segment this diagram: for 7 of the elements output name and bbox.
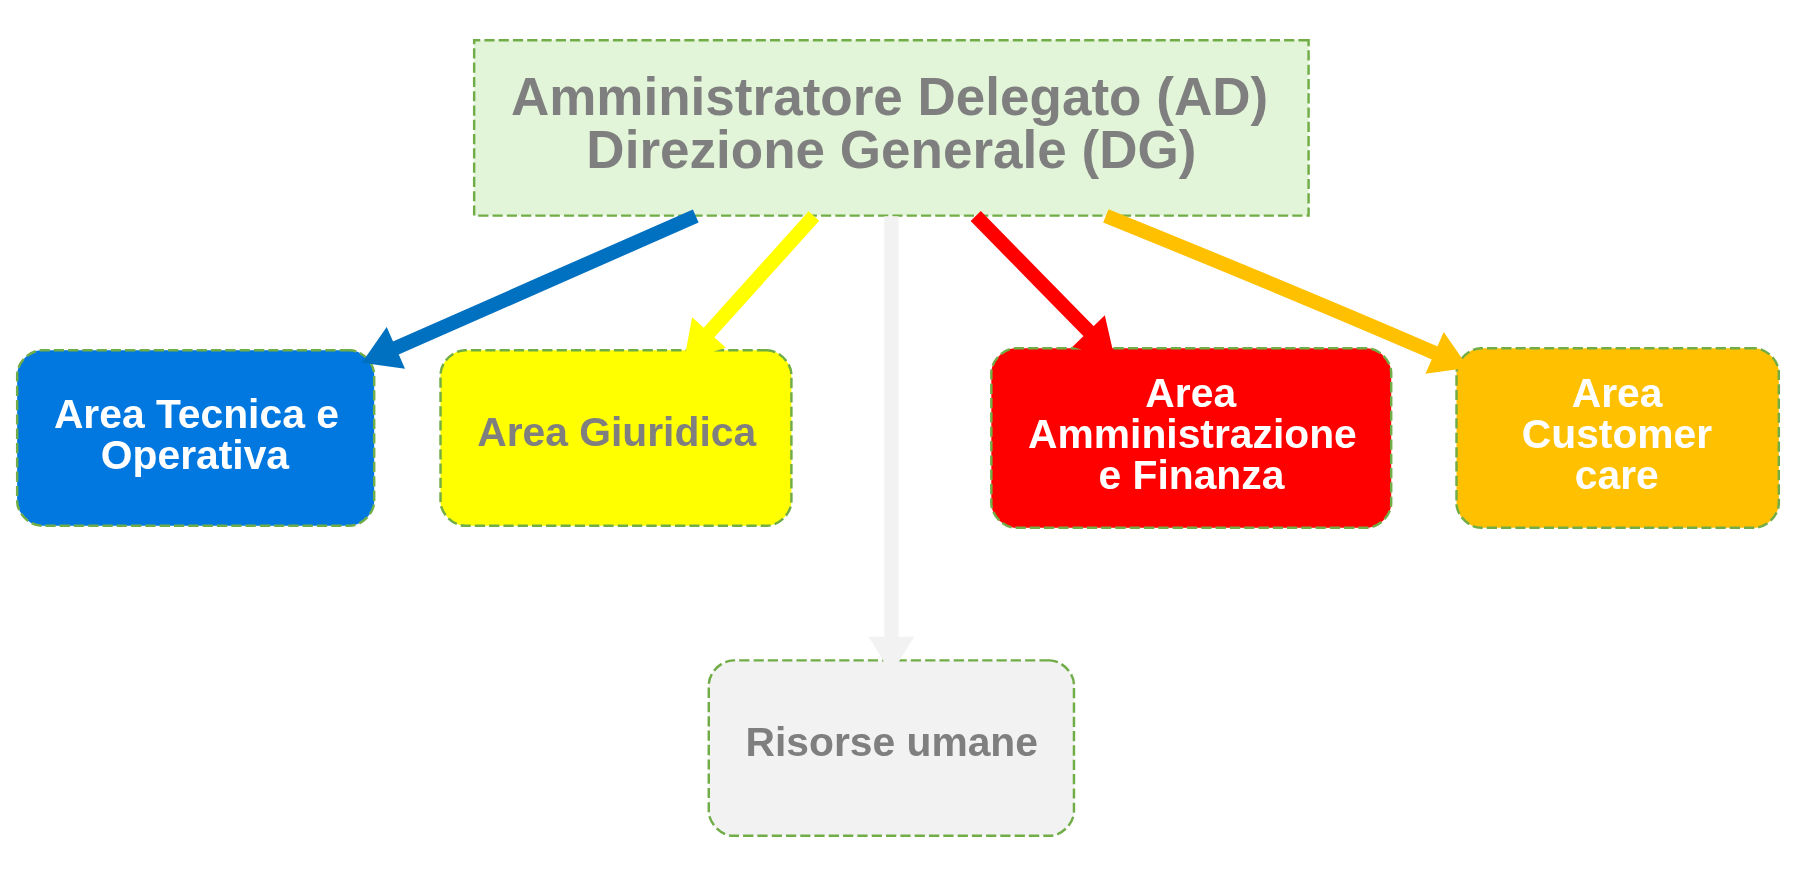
node-box: Area Customer care: [1454, 346, 1780, 529]
node-box: Risorse umane: [707, 658, 1075, 837]
node-box: Area Giuridica: [438, 348, 793, 527]
node-box: Amministratore Delegato (AD) Direzione Generale (DG): [472, 38, 1310, 217]
arrow: [361, 208, 699, 369]
node-box: Area Tecnica e Operativa: [15, 348, 375, 527]
node-box: Area Amministrazione e Finanza: [989, 346, 1392, 529]
